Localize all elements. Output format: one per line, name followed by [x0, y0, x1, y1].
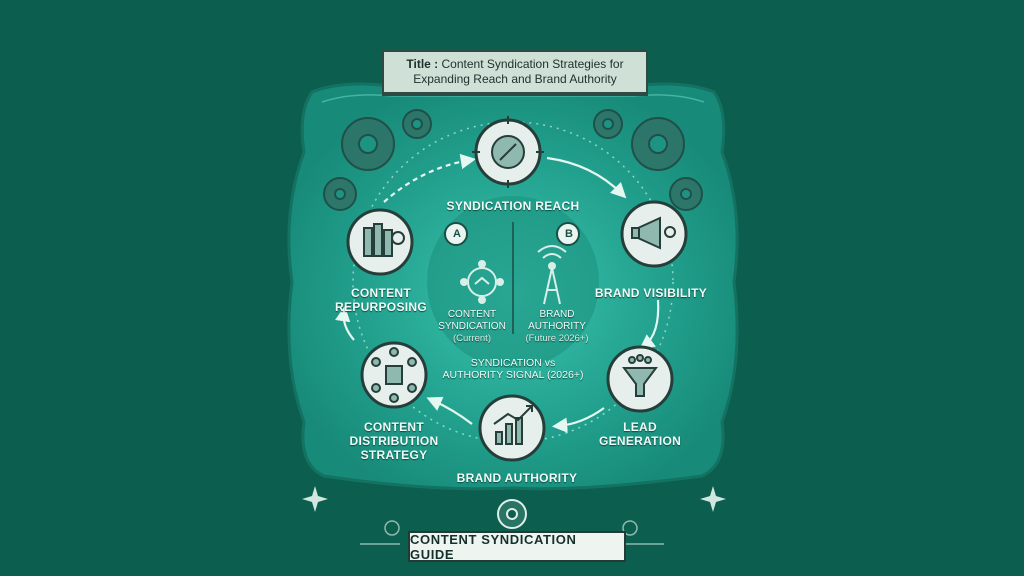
label-brand-authority: BRAND AUTHORITY: [456, 471, 578, 485]
diagram-artwork: [287, 82, 739, 491]
growth-chart-icon: [493, 405, 533, 445]
label-content-distribution-line-3: STRATEGY: [360, 448, 428, 462]
badge-a-letter: A: [453, 228, 461, 240]
network-hub-icon: [371, 347, 417, 403]
compass-icon: [472, 116, 544, 188]
label-lead-generation-line-2: GENERATION: [598, 434, 682, 448]
megaphone-icon: [631, 216, 676, 250]
funnel-icon: [622, 354, 658, 397]
label-content-repurposing-line-2: REPURPOSING: [335, 300, 427, 314]
center-right-title-1: BRAND: [539, 309, 575, 320]
radio-tower-icon: [537, 245, 567, 305]
label-lead-generation-line-1: LEAD: [623, 420, 657, 434]
gear-icon: [497, 499, 527, 529]
center-left-title-1: CONTENT: [447, 309, 497, 320]
center-right-text: BRAND AUTHORITY (Future 2026+): [514, 309, 600, 345]
badge-a: [444, 222, 468, 246]
center-caption-line-1: SYNDICATION vs: [470, 357, 556, 369]
label-lead-generation: LEAD GENERATION: [590, 420, 690, 448]
label-content-repurposing-line-1: CONTENT: [350, 286, 412, 300]
center-right-sub: (Future 2026+): [525, 333, 589, 344]
center-caption-line-2: AUTHORITY SIGNAL (2026+): [442, 369, 584, 381]
label-brand-visibility: BRAND VISIBILITY: [594, 286, 708, 300]
badge-b-letter: B: [565, 228, 573, 240]
label-syndication-reach: SYNDICATION REACH: [446, 199, 580, 213]
diagram-board: [282, 72, 744, 492]
handshake-icon: [460, 260, 504, 304]
title-line-2: Expanding Reach and Brand Authority: [413, 72, 617, 86]
title-prefix: Title :: [406, 57, 439, 71]
center-left-text: CONTENT SYNDICATION (Current): [434, 309, 510, 345]
center-left-sub: (Current): [452, 333, 491, 344]
label-content-distribution: CONTENT DISTRIBUTION STRATEGY: [338, 420, 450, 462]
badge-b: [556, 222, 580, 246]
label-content-distribution-line-2: DISTRIBUTION: [349, 434, 439, 448]
center-left-title-2: SYNDICATION: [438, 321, 506, 332]
label-content-distribution-line-1: CONTENT: [363, 420, 425, 434]
center-right-title-2: AUTHORITY: [528, 321, 586, 332]
title-line-1: Content Syndication Strategies for: [441, 57, 624, 71]
footer-guide-label: CONTENT SYNDICATION GUIDE: [408, 531, 626, 562]
center-caption: SYNDICATION vs AUTHORITY SIGNAL (2026+): [432, 357, 594, 381]
title-banner: Title : Content Syndication Strategies f…: [382, 50, 648, 94]
books-icon: [363, 223, 405, 257]
gear-icon: [323, 109, 703, 211]
label-content-repurposing: CONTENT REPURPOSING: [326, 286, 436, 314]
